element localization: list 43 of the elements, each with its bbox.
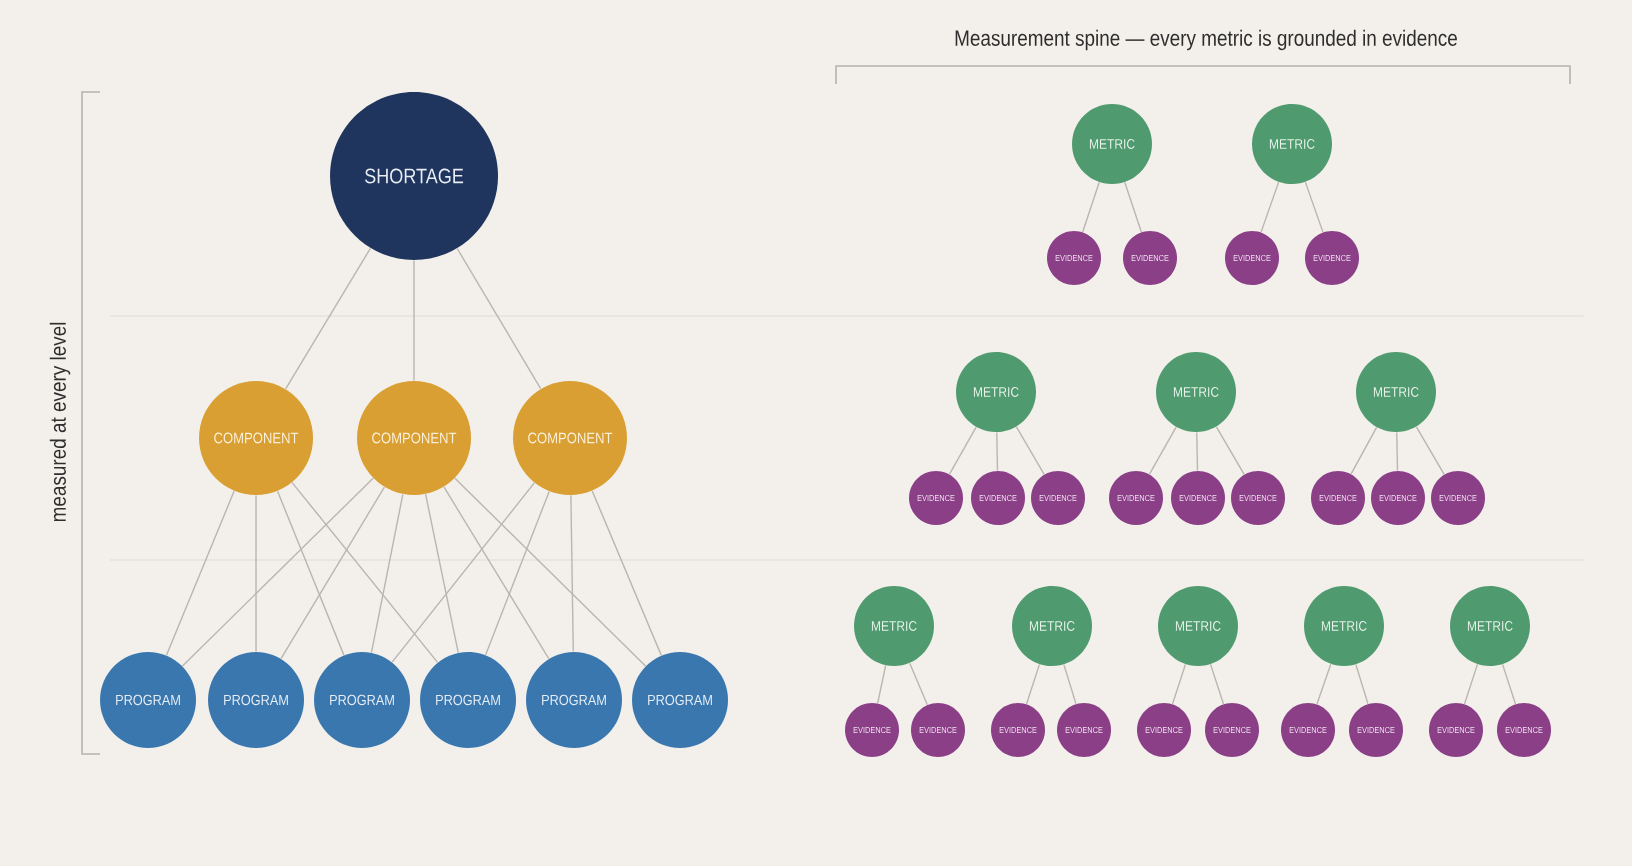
connector-line (424, 493, 459, 654)
connector-line (1463, 663, 1479, 705)
connector-line (1081, 181, 1100, 233)
connector-line (1415, 426, 1445, 476)
connector-line (1209, 663, 1225, 705)
connector-line (1260, 181, 1280, 233)
connector-line (996, 431, 999, 472)
connector-line (1025, 663, 1041, 705)
connector-line (1316, 663, 1332, 705)
connector-line (1196, 431, 1199, 472)
root-node: SHORTAGE (330, 92, 498, 260)
connector-line (570, 494, 574, 653)
connector-line (1304, 181, 1324, 233)
connector-line (284, 247, 372, 390)
connector-line (370, 493, 404, 654)
connector-line (454, 477, 647, 667)
bracket-label: measured at every level (49, 322, 71, 522)
connector-line (1350, 426, 1378, 475)
connector-line (413, 259, 415, 382)
connector-line (443, 486, 550, 660)
connector-line (456, 247, 542, 390)
connector-line (1501, 663, 1517, 705)
connector-line (255, 494, 257, 653)
connector-line (1015, 426, 1045, 476)
connector-line (909, 662, 929, 706)
connector-line (1124, 181, 1143, 233)
connector-line (280, 486, 386, 660)
connector-line (181, 477, 374, 667)
connector-line (291, 481, 439, 664)
connector-line (1396, 431, 1399, 472)
connector-line (1063, 663, 1077, 705)
bracket-label: Measurement spine — every metric is grounded in evidence (955, 29, 1457, 51)
connector-line (276, 490, 345, 656)
connector-line (165, 490, 235, 656)
connector-line (1148, 426, 1177, 475)
connector-line (1215, 426, 1245, 476)
connector-line (484, 490, 550, 656)
connector-line (391, 482, 536, 663)
connector-line (1355, 663, 1369, 705)
connector-line (591, 490, 662, 657)
connector-line (1171, 663, 1187, 705)
connector-line (876, 664, 887, 704)
connector-line (948, 426, 977, 475)
